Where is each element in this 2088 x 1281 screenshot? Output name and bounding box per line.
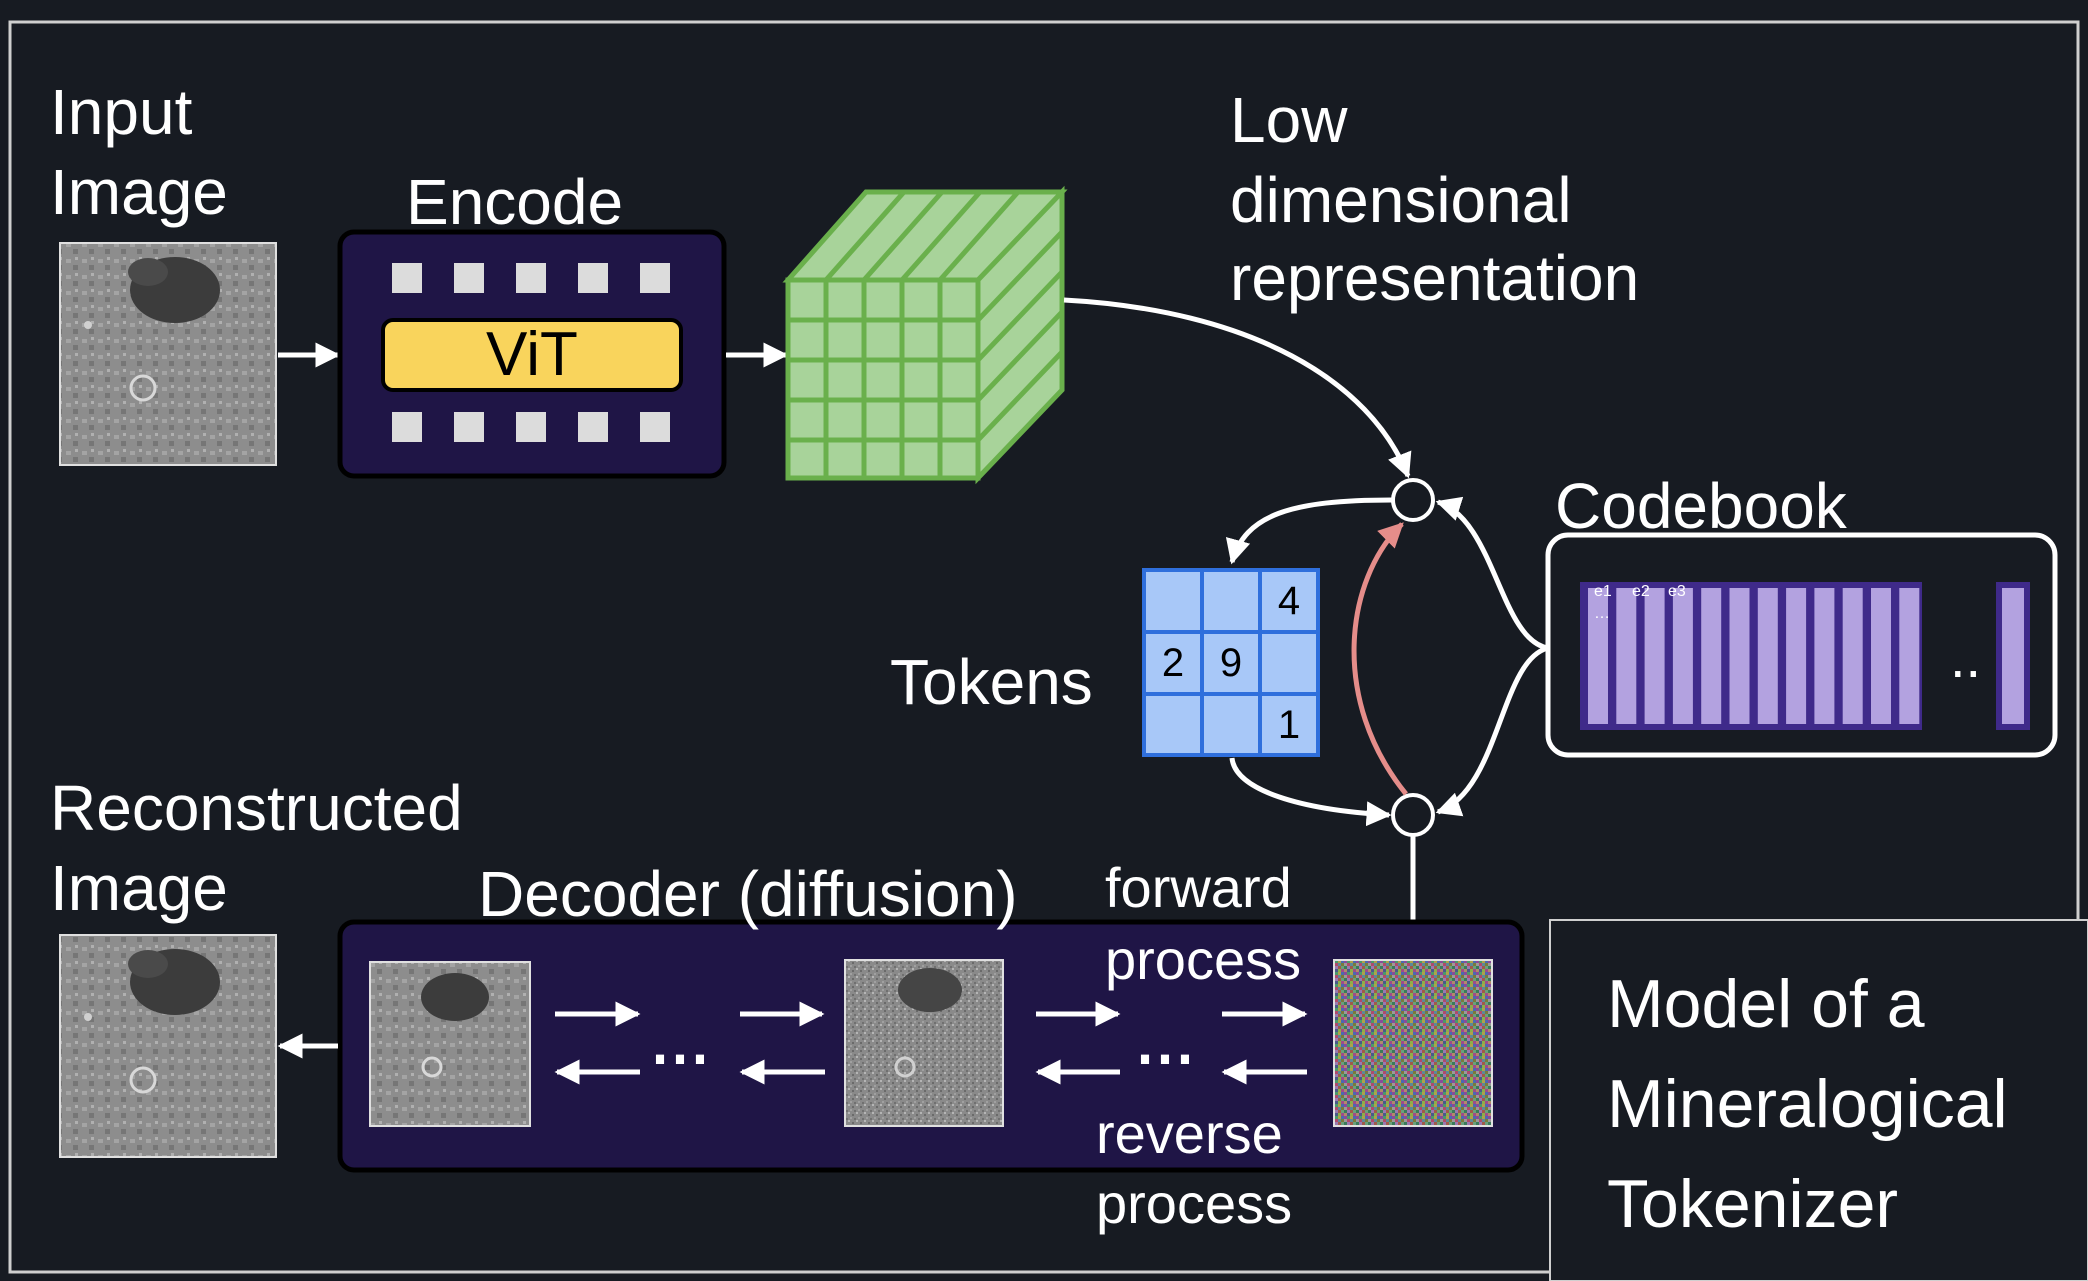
reverse-label-line1: reverse: [1096, 1102, 1283, 1165]
token-cell-r2c2: 1: [1277, 703, 1301, 747]
codebook-outer-dots: ..: [1950, 626, 1982, 689]
vit-block: [381, 318, 683, 392]
reconstructed-label-line1: Reconstructed: [50, 772, 463, 844]
forward-label-line1: forward: [1105, 856, 1292, 919]
ellipsis-left: ⋯: [650, 1024, 710, 1091]
encoder-box: [337, 229, 727, 479]
codebook-entry-e1: e1: [1594, 583, 1612, 600]
codebook-bar: [1644, 588, 1665, 724]
codebook-bar: [1701, 588, 1722, 724]
input-image-label-line2: Image: [50, 156, 228, 228]
arrow-tokens-to-merge: [1229, 757, 1392, 827]
codebook-bar: [1588, 588, 1608, 724]
codebook-label: Codebook: [1555, 470, 1847, 542]
arrow-codebook-to-quantize: [1435, 496, 1549, 651]
reconstructed-image: [59, 934, 277, 1158]
ellipsis-right: ⋯: [1135, 1024, 1195, 1091]
arrow-quantize-to-tokens: [1225, 497, 1393, 565]
arrow-feedback: [1351, 522, 1408, 796]
codebook-bar: [1616, 588, 1637, 724]
arrow-cube-to-quantize: [1063, 297, 1412, 479]
model-title-line1: Model of a: [1607, 966, 1925, 1042]
clean-step-image: [369, 961, 531, 1127]
pure-noise-image: [1333, 959, 1493, 1127]
reconstructed-label-line2: Image: [50, 852, 228, 924]
noisy-step-image: [844, 959, 1004, 1127]
model-title-line2: Mineralogical: [1607, 1066, 2008, 1142]
merge-node: [1391, 793, 1435, 837]
codebook-bar: [1672, 588, 1693, 724]
arrow-codebook-to-merge: [1435, 645, 1549, 817]
token-cell-r1c0: 2: [1161, 641, 1185, 685]
codebook-bar: [1899, 588, 1920, 724]
decoder-label: Decoder (diffusion): [478, 858, 1018, 930]
codebook-box: [1545, 532, 2058, 758]
token-cell-r1c1: 9: [1219, 641, 1243, 685]
vit-label: ViT: [486, 320, 578, 389]
codebook-entry-e3: e3: [1668, 583, 1686, 600]
input-image: [59, 242, 277, 466]
model-title-box: [1549, 919, 2088, 1281]
codebook-bar: [1842, 588, 1863, 724]
low-dim-label-line3: representation: [1230, 242, 1640, 314]
codebook-bar: [1729, 588, 1750, 724]
reverse-label-line2: process: [1096, 1172, 1293, 1235]
codebook-entry-e2: e2: [1632, 583, 1650, 600]
codebook-bar: [1757, 588, 1778, 724]
codebook-inner-dots: …: [1594, 605, 1610, 622]
outer-frame: [8, 20, 2080, 1274]
token-cell-r0c2: 4: [1277, 579, 1301, 623]
model-title-line3: Tokenizer: [1607, 1166, 1899, 1242]
encode-label: Encode: [406, 166, 624, 238]
low-dim-label-line2: dimensional: [1230, 164, 1572, 236]
latent-cube: [782, 185, 1068, 485]
input-image-label-line1: Input: [50, 76, 193, 148]
quantize-node: [1391, 478, 1435, 522]
tokens-label: Tokens: [890, 646, 1093, 718]
forward-label-line2: process: [1105, 928, 1302, 991]
codebook-bar: [1814, 588, 1835, 724]
codebook-bar: [1871, 588, 1891, 724]
tokens-grid: [1142, 568, 1320, 757]
codebook-bar: [1786, 588, 1807, 724]
low-dim-label-line1: Low: [1230, 84, 1348, 156]
